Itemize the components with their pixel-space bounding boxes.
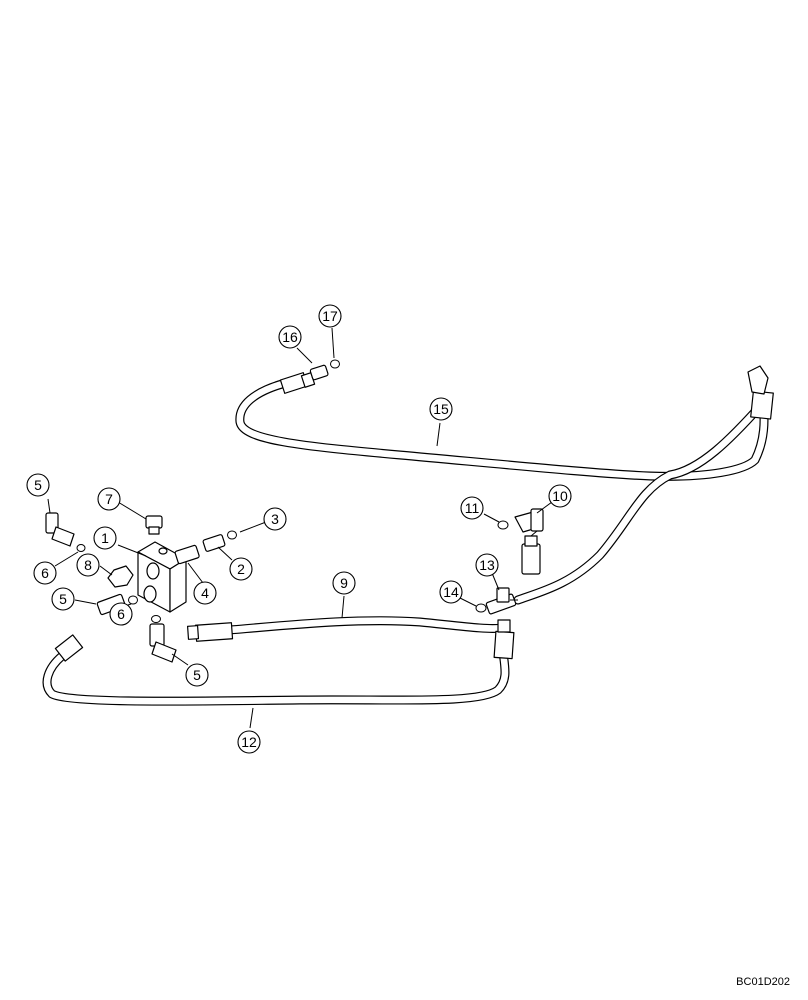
svg-text:12: 12 bbox=[241, 734, 257, 750]
callout-13: 13 bbox=[475, 553, 499, 577]
callout-11: 11 bbox=[460, 496, 484, 520]
leader-lines bbox=[47, 327, 553, 729]
fitting-10-elbow bbox=[514, 508, 544, 575]
svg-text:13: 13 bbox=[479, 557, 495, 573]
callout-4: 4 bbox=[193, 581, 217, 605]
callout-6-bottom: 6 bbox=[109, 602, 133, 626]
drawing-code: BC01D202 bbox=[736, 976, 790, 988]
callout-5-bottom: 5 bbox=[185, 663, 209, 687]
o-ring-17 bbox=[330, 359, 340, 369]
fitting-16-adapter bbox=[309, 364, 329, 381]
callout-8: 8 bbox=[76, 553, 100, 577]
plug-8 bbox=[107, 565, 134, 588]
callout-9: 9 bbox=[332, 571, 356, 595]
svg-text:1: 1 bbox=[101, 530, 109, 546]
svg-text:15: 15 bbox=[433, 401, 449, 417]
svg-text:17: 17 bbox=[322, 308, 338, 324]
svg-text:5: 5 bbox=[34, 477, 42, 493]
callout-5-top: 5 bbox=[26, 473, 50, 497]
callout-3: 3 bbox=[263, 507, 287, 531]
svg-text:7: 7 bbox=[105, 491, 113, 507]
callout-16: 16 bbox=[278, 325, 302, 349]
fitting-7-plug bbox=[145, 515, 163, 535]
callout-14: 14 bbox=[439, 580, 463, 604]
hose-9 bbox=[186, 616, 505, 642]
svg-text:14: 14 bbox=[443, 584, 459, 600]
o-ring-3 bbox=[227, 530, 237, 540]
callout-1: 1 bbox=[93, 526, 117, 550]
o-ring-11 bbox=[497, 520, 509, 530]
callout-6-top: 6 bbox=[33, 561, 57, 585]
fitting-2-adapter bbox=[202, 534, 226, 552]
svg-text:2: 2 bbox=[237, 561, 245, 577]
svg-text:8: 8 bbox=[84, 557, 92, 573]
callout-7: 7 bbox=[97, 487, 121, 511]
callout-10: 10 bbox=[548, 484, 572, 508]
svg-text:16: 16 bbox=[282, 329, 298, 345]
callout-17: 17 bbox=[318, 304, 342, 328]
callout-5-mid: 5 bbox=[51, 587, 75, 611]
svg-text:6: 6 bbox=[117, 606, 125, 622]
hose-15 bbox=[235, 365, 774, 605]
fitting-5-elbow-bottom bbox=[149, 623, 177, 663]
callout-15: 15 bbox=[429, 397, 453, 421]
o-ring-6-bottom bbox=[151, 615, 161, 623]
hose-12 bbox=[42, 619, 515, 706]
o-ring-6-top bbox=[76, 544, 86, 552]
fitting-5-elbow-top bbox=[45, 512, 75, 547]
svg-text:10: 10 bbox=[552, 488, 568, 504]
svg-text:5: 5 bbox=[59, 591, 67, 607]
svg-text:6: 6 bbox=[41, 565, 49, 581]
svg-text:5: 5 bbox=[193, 667, 201, 683]
callout-12: 12 bbox=[237, 730, 261, 754]
svg-text:3: 3 bbox=[271, 511, 279, 527]
callout-2: 2 bbox=[229, 557, 253, 581]
fitting-4-adapter bbox=[174, 544, 200, 565]
o-ring-6-mid bbox=[128, 595, 138, 605]
svg-text:4: 4 bbox=[201, 585, 209, 601]
o-ring-14 bbox=[475, 603, 487, 613]
fitting-13-tee bbox=[485, 587, 518, 615]
svg-text:9: 9 bbox=[340, 575, 348, 591]
svg-text:11: 11 bbox=[465, 500, 480, 516]
